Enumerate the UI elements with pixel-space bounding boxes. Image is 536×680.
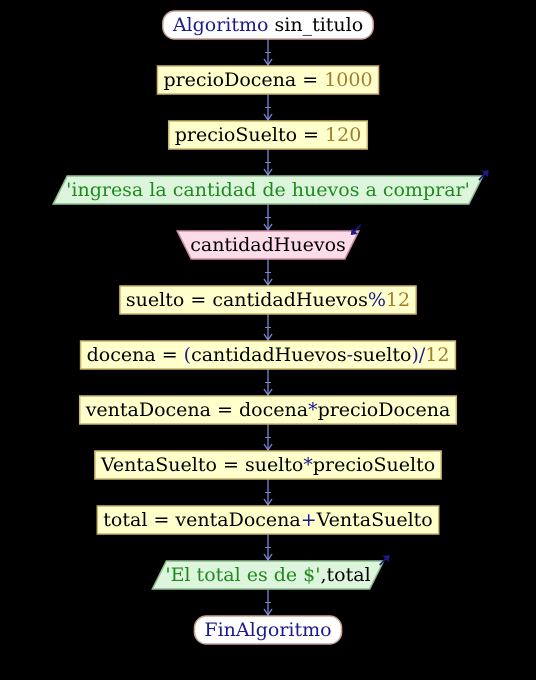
token: * (303, 454, 313, 476)
node-text: FinAlgoritmo (204, 619, 331, 641)
token: VentaSuelto (316, 509, 433, 531)
token: 'ingresa la cantidad de huevos a comprar… (66, 179, 470, 201)
node-text: 'ingresa la cantidad de huevos a comprar… (66, 179, 470, 201)
token: % (368, 289, 386, 311)
input-box (176, 230, 360, 260)
token: suelto (353, 344, 411, 366)
token: = (296, 69, 324, 91)
node-text: VentaSuelto = suelto*precioSuelto (100, 454, 435, 476)
connector-arrow (263, 479, 273, 507)
token: suelto (126, 289, 184, 311)
token: = (147, 509, 175, 531)
process-box (78, 395, 458, 425)
token: 1000 (324, 69, 372, 91)
token: precioSuelto (175, 124, 297, 146)
node-text: docena = (cantidadHuevos-suelto)/12 (87, 344, 450, 366)
node-text: Algoritmo sin_titulo (172, 14, 363, 36)
token: , (321, 564, 327, 586)
output-arrow-icon (478, 170, 489, 181)
node-text: cantidadHuevos (190, 234, 346, 256)
connector-arrow (263, 589, 273, 617)
token: docena (239, 399, 308, 421)
node-text: suelto = cantidadHuevos%12 (126, 289, 410, 311)
token: cantidadHuevos (212, 289, 368, 311)
process-box (119, 285, 417, 315)
token: ventaDocena (174, 509, 300, 531)
output-arrow-icon (379, 555, 390, 566)
node-assign-venta-docena: ventaDocena = docena*precioDocena (78, 395, 458, 425)
connector-arrow (263, 369, 273, 397)
token: 120 (325, 124, 361, 146)
process-box (79, 340, 457, 370)
token: / (419, 344, 426, 366)
token: * (308, 399, 318, 421)
node-end: FinAlgoritmo (193, 615, 343, 645)
token: FinAlgoritmo (204, 619, 331, 641)
connector-arrow (263, 314, 273, 342)
token: cantidadHuevos (191, 344, 347, 366)
connector-arrow (263, 424, 273, 452)
token: = (184, 289, 212, 311)
token: Algoritmo (172, 14, 269, 36)
process-box (167, 120, 369, 150)
connector-arrow (263, 204, 273, 232)
node-start: Algoritmo sin_titulo (162, 10, 374, 40)
node-assign-suelto: suelto = cantidadHuevos%12 (119, 285, 417, 315)
node-assign-precio-docena: precioDocena = 1000 (156, 65, 380, 95)
token: precioDocena (318, 399, 451, 421)
token: docena (87, 344, 156, 366)
node-text: total = ventaDocena+VentaSuelto (103, 509, 432, 531)
token: precioSuelto (313, 454, 435, 476)
node-assign-venta-suelto: VentaSuelto = suelto*precioSuelto (94, 450, 442, 480)
node-assign-precio-suelto: precioSuelto = 120 (167, 120, 369, 150)
token: cantidadHuevos (190, 234, 346, 256)
node-text: precioSuelto = 120 (175, 124, 362, 146)
token: ventaDocena (85, 399, 211, 421)
token: ( (184, 344, 191, 366)
input-arrow-icon (350, 224, 362, 235)
node-text: ventaDocena = docena*precioDocena (85, 399, 451, 421)
token: ) (411, 344, 418, 366)
token: 12 (425, 344, 449, 366)
token: VentaSuelto (100, 454, 217, 476)
token: = (217, 454, 245, 476)
node-output-prompt: 'ingresa la cantidad de huevos a comprar… (51, 170, 489, 205)
token: + (301, 509, 317, 531)
node-assign-docena: docena = (cantidadHuevos-suelto)/12 (79, 340, 457, 370)
token: 12 (386, 289, 410, 311)
token: total (103, 509, 147, 531)
node-text: 'El total es de $',total (165, 564, 370, 586)
token: 'El total es de $' (165, 564, 320, 586)
connector-arrow (263, 534, 273, 562)
process-box (156, 65, 380, 95)
token: = (297, 124, 325, 146)
token: = (156, 344, 184, 366)
connector-arrow (263, 149, 273, 177)
node-output-total: 'El total es de $',total (151, 555, 390, 590)
node-text: precioDocena = 1000 (163, 69, 372, 91)
token: suelto (245, 454, 303, 476)
token: precioDocena (163, 69, 296, 91)
token: total (327, 564, 371, 586)
token: sin_titulo (268, 14, 363, 36)
connector-arrow (263, 94, 273, 122)
connector-arrow (263, 39, 273, 67)
output-box (51, 175, 485, 205)
process-box (96, 505, 440, 535)
terminal-box (193, 615, 343, 645)
process-box (94, 450, 442, 480)
node-assign-total: total = ventaDocena+VentaSuelto (96, 505, 440, 535)
token: = (211, 399, 239, 421)
connector-arrow (263, 259, 273, 287)
terminal-box (162, 10, 374, 40)
token: - (347, 344, 353, 366)
node-input-cantidad: cantidadHuevos (176, 224, 362, 260)
connectors (263, 39, 273, 617)
output-box (151, 560, 385, 590)
